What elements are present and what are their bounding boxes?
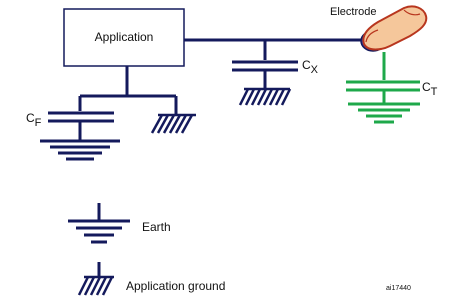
- cx-label: CX: [302, 58, 319, 76]
- legend-application-ground-label: Application ground: [126, 279, 225, 293]
- legend-application-ground-icon: [77, 262, 114, 296]
- cx-application-ground-icon: [238, 87, 292, 106]
- legend-earth-label: Earth: [142, 220, 171, 234]
- electrode-label: Electrode: [330, 6, 376, 18]
- cf-label: CF: [26, 111, 42, 129]
- finger-icon: [362, 5, 428, 51]
- cf-branch: [40, 96, 120, 161]
- bus-application-ground-icon: [150, 96, 196, 134]
- legend-earth-icon: [68, 203, 130, 244]
- cf-earth-icon: [40, 139, 120, 161]
- ct-branch: [346, 52, 420, 124]
- application-label: Application: [95, 30, 154, 44]
- ct-earth-icon: [348, 102, 420, 124]
- figure-id: ai17440: [386, 285, 411, 292]
- application-box: [63, 8, 185, 67]
- cx-branch: [232, 40, 298, 106]
- ct-label: CT: [422, 80, 438, 98]
